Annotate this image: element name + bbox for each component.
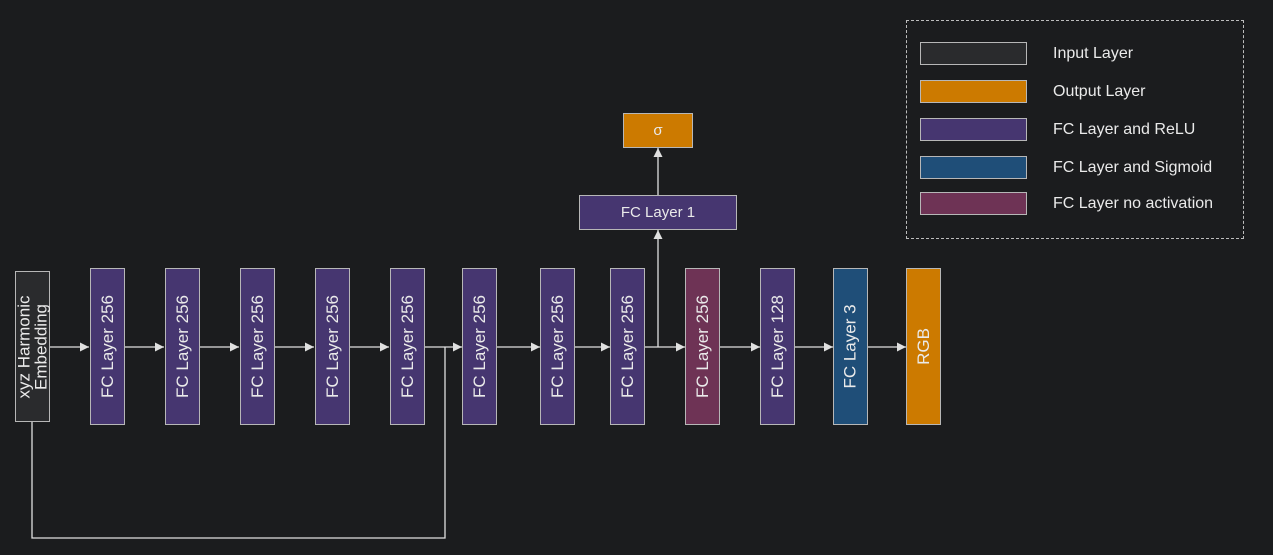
fc-layer-label: FC Layer 256 bbox=[173, 295, 192, 398]
fc-layer-10-block: FC Layer 128 bbox=[760, 268, 795, 425]
fc-layer-label: FC Layer 256 bbox=[323, 295, 342, 398]
sigma-label: σ bbox=[653, 122, 663, 139]
legend: Input Layer Output Layer FC Layer and Re… bbox=[906, 20, 1244, 239]
fc-layer-9-block: FC Layer 256 bbox=[685, 268, 720, 425]
fc-layer-2-block: FC Layer 256 bbox=[165, 268, 200, 425]
legend-label-relu: FC Layer and ReLU bbox=[1053, 121, 1196, 138]
density-fc-layer-label: FC Layer 1 bbox=[620, 204, 696, 221]
legend-swatch-input bbox=[920, 42, 1027, 65]
legend-swatch-sigmoid bbox=[920, 156, 1027, 179]
skip-connection bbox=[31, 347, 446, 539]
sigma-output-block: σ bbox=[623, 113, 693, 148]
fc-layer-6-block: FC Layer 256 bbox=[462, 268, 497, 425]
fc-layer-5-block: FC Layer 256 bbox=[390, 268, 425, 425]
legend-label-no-activation: FC Layer no activation bbox=[1053, 195, 1214, 212]
fc-layer-7-block: FC Layer 256 bbox=[540, 268, 575, 425]
rgb-output-block: RGB bbox=[906, 268, 941, 425]
fc-layer-label: FC Layer 3 bbox=[841, 304, 860, 389]
legend-swatch-no-activation bbox=[920, 192, 1027, 215]
legend-label-input: Input Layer bbox=[1053, 45, 1134, 62]
fc-layer-4-block: FC Layer 256 bbox=[315, 268, 350, 425]
fc-layer-label: FC Layer 256 bbox=[398, 295, 417, 398]
fc-layer-label: FC Layer 256 bbox=[693, 295, 712, 398]
legend-swatch-output bbox=[920, 80, 1027, 103]
input-label: xyz Harmonic Embedding bbox=[14, 295, 51, 398]
fc-layer-11-block: FC Layer 3 bbox=[833, 268, 868, 425]
fc-layer-3-block: FC Layer 256 bbox=[240, 268, 275, 425]
fc-layer-label: FC Layer 256 bbox=[548, 295, 567, 398]
fc-layer-1-block: FC Layer 256 bbox=[90, 268, 125, 425]
rgb-label: RGB bbox=[914, 328, 933, 365]
fc-layer-label: FC Layer 256 bbox=[618, 295, 637, 398]
legend-label-sigmoid: FC Layer and Sigmoid bbox=[1053, 159, 1213, 176]
fc-layer-8-block: FC Layer 256 bbox=[610, 268, 645, 425]
fc-layer-label: FC Layer 128 bbox=[768, 295, 787, 398]
input-harmonic-embedding: xyz Harmonic Embedding bbox=[14, 271, 51, 422]
fc-layer-label: FC Layer 256 bbox=[470, 295, 489, 398]
fc-layer-label: FC Layer 256 bbox=[248, 295, 267, 398]
legend-swatch-relu bbox=[920, 118, 1027, 141]
density-fc-layer-block: FC Layer 1 bbox=[579, 195, 737, 230]
fc-layer-label: FC Layer 256 bbox=[98, 295, 117, 398]
legend-label-output: Output Layer bbox=[1053, 83, 1146, 100]
